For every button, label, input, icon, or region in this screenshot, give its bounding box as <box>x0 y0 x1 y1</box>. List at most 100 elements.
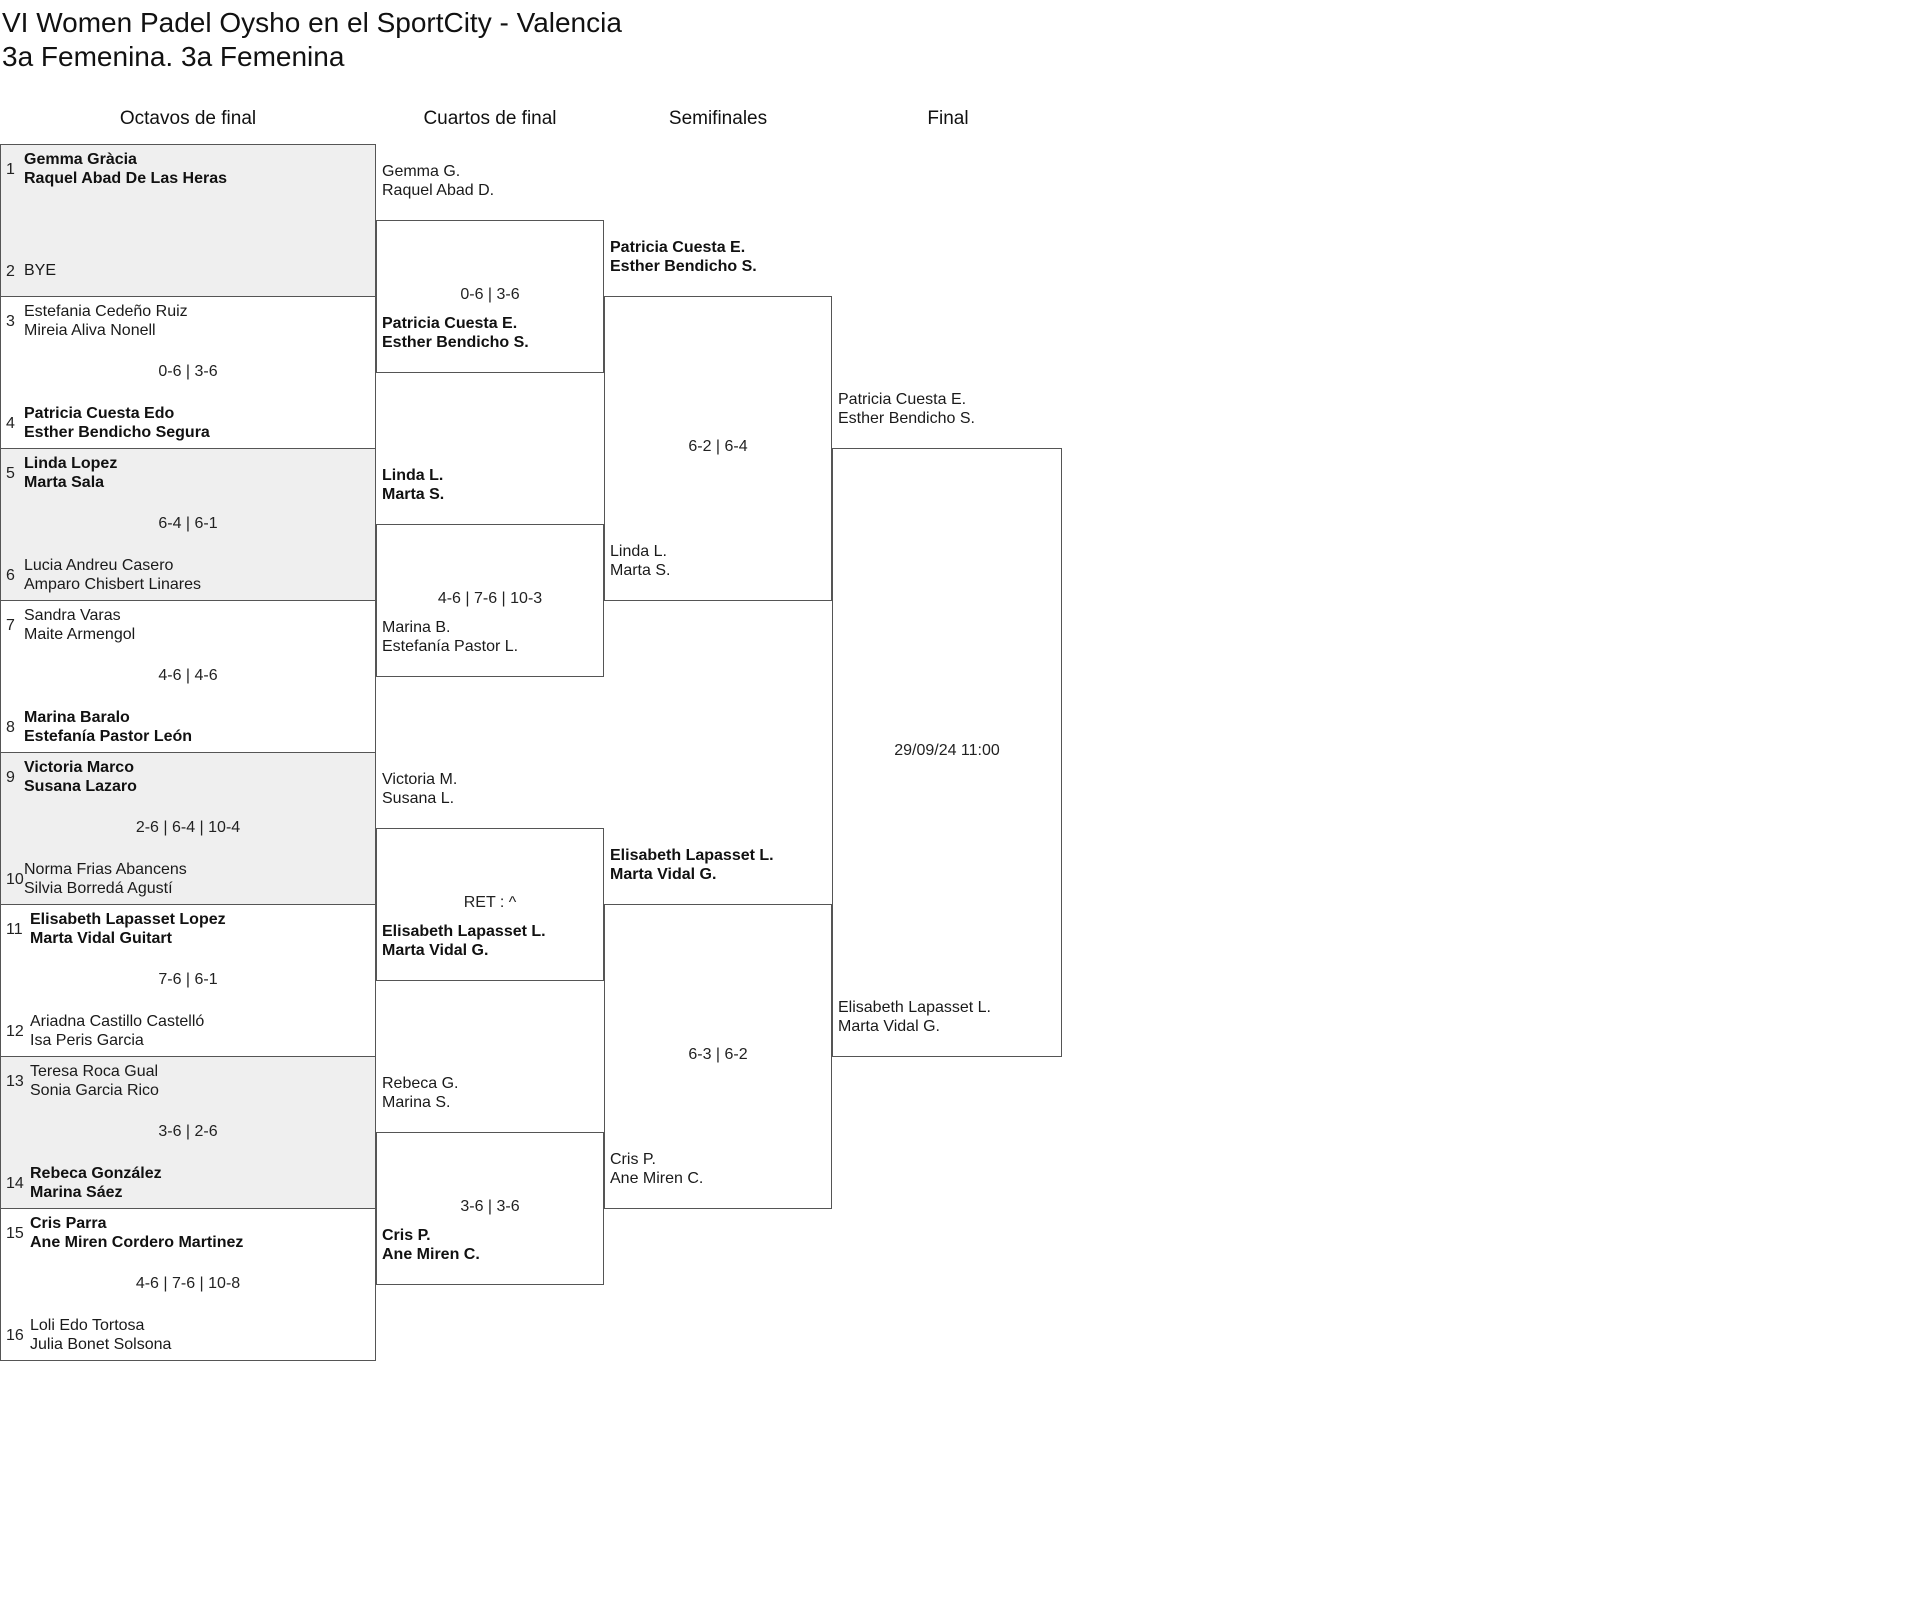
player-name: Ane Miren C. <box>610 1170 704 1187</box>
match-score: RET : ^ <box>463 894 517 911</box>
player-name: Elisabeth Lapasset L. <box>610 847 774 864</box>
seed-number: 16 <box>6 1327 24 1344</box>
round-header-3: Semifinales <box>668 108 768 129</box>
player-name: Julia Bonet Solsona <box>30 1336 172 1353</box>
tournament-title: VI Women Padel Oysho en el SportCity - V… <box>2 7 622 38</box>
player-name: Esther Bendicho S. <box>838 410 975 427</box>
team-entry: Gemma G.Raquel Abad D. <box>382 162 494 200</box>
team-entry: Cris P.Ane Miren C. <box>382 1226 480 1264</box>
player-name: Maite Armengol <box>24 626 136 643</box>
player-name: Esther Bendicho S. <box>610 258 757 275</box>
match-box-qf[interactable] <box>376 524 604 677</box>
seed-number: 5 <box>6 465 15 482</box>
match-box-r16[interactable] <box>0 448 376 601</box>
player-name: Susana L. <box>382 790 455 807</box>
match-score: 3-6 | 3-6 <box>460 1198 520 1215</box>
seed-number: 11 <box>6 921 23 938</box>
player-name: Victoria Marco <box>24 759 134 776</box>
player-name: Marina Sáez <box>30 1184 123 1201</box>
team-entry: Elisabeth Lapasset L. Marta Vidal G. <box>610 846 774 884</box>
seed-number: 13 <box>6 1073 24 1090</box>
match-box-final[interactable] <box>832 448 1062 1057</box>
match-box-sf[interactable] <box>604 296 832 601</box>
player-name: Estefanía Pastor León <box>24 728 193 745</box>
seed-number: 4 <box>6 415 15 432</box>
player-name: Ariadna Castillo Castelló <box>30 1013 205 1030</box>
player-name: Marta Sala <box>24 474 105 491</box>
player-name: Silvia Borredá Agustí <box>24 880 173 897</box>
match-score: 6-3 | 6-2 <box>688 1046 748 1063</box>
category-title: 3a Femenina. 3a Femenina <box>2 41 345 72</box>
player-name: Marta Vidal G. <box>610 866 717 883</box>
seed-number: 9 <box>6 769 15 786</box>
player-name: Elisabeth Lapasset L. <box>838 999 991 1016</box>
player-name: Marta S. <box>610 562 671 579</box>
player-name: Norma Frias Abancens <box>24 861 187 878</box>
match-box-r16[interactable] <box>0 1208 376 1361</box>
player-name: Esther Bendicho S. <box>382 334 529 351</box>
seed-number: 1 <box>6 161 15 178</box>
round-header-2: Cuartos de final <box>423 108 557 129</box>
match-score: 0-6 | 3-6 <box>158 363 218 380</box>
match-score: 0-6 | 3-6 <box>460 286 520 303</box>
match-box-qf[interactable] <box>376 828 604 981</box>
player-name: Marta Vidal G. <box>382 942 489 959</box>
seed-number: 14 <box>6 1175 24 1192</box>
player-name: Amparo Chisbert Linares <box>24 576 201 593</box>
player-name: Sonia Garcia Rico <box>30 1082 159 1099</box>
player-name: Teresa Roca Gual <box>30 1063 159 1080</box>
team-entry: Linda L.Marta S. <box>382 466 444 504</box>
match-box-qf[interactable] <box>376 220 604 373</box>
player-name: BYE <box>24 262 57 279</box>
team-entry: Victoria M.Susana L. <box>382 770 457 808</box>
player-name: Cris P. <box>610 1151 656 1168</box>
team-entry: Marina B.Estefanía Pastor L. <box>382 618 518 656</box>
team-entry: Patricia Cuesta E. Esther Bendicho S. <box>610 238 757 276</box>
match-score: 4-6 | 7-6 | 10-8 <box>135 1275 241 1292</box>
team-entry: Linda L.Marta S. <box>610 542 670 580</box>
player-name: Marina Baralo <box>24 709 130 726</box>
round-header-4: Final <box>927 108 969 129</box>
player-name: Linda Lopez <box>24 455 118 472</box>
player-name: Isa Peris Garcia <box>30 1032 144 1049</box>
player-name: Susana Lazaro <box>24 778 137 795</box>
player-name: Patricia Cuesta E. <box>610 239 746 256</box>
player-name: Lucia Andreu Casero <box>24 557 174 574</box>
team-entry: Elisabeth Lapasset L. Marta Vidal G. <box>838 998 991 1036</box>
team-entry: Patricia Cuesta E. Esther Bendicho S. <box>382 314 529 352</box>
match-box-r16[interactable] <box>0 144 376 297</box>
match-score: 6-4 | 6-1 <box>158 515 218 532</box>
player-name: Linda L. <box>382 467 444 484</box>
player-name: Rebeca González <box>30 1165 162 1182</box>
match-box-r16[interactable] <box>0 1056 376 1209</box>
player-name: Elisabeth Lapasset L. <box>382 923 546 940</box>
match-schedule: 29/09/24 11:00 <box>894 742 1000 759</box>
player-name: Patricia Cuesta Edo <box>24 405 175 422</box>
player-name: Ane Miren Cordero Martinez <box>30 1234 244 1251</box>
player-name: Marta Vidal G. <box>838 1018 940 1035</box>
player-name: Ane Miren C. <box>382 1246 480 1263</box>
match-box-qf[interactable] <box>376 1132 604 1285</box>
player-name: Cris Parra <box>30 1215 107 1232</box>
player-name: Gemma G. <box>382 163 461 180</box>
match-box-r16[interactable] <box>0 752 376 905</box>
player-name: Patricia Cuesta E. <box>382 315 518 332</box>
team-entry: Patricia Cuesta E.Esther Bendicho S. <box>838 390 975 428</box>
team-entry: BYE <box>24 261 56 280</box>
player-name: Gemma Gràcia <box>24 151 137 168</box>
seed-number: 6 <box>6 567 15 584</box>
seed-number: 2 <box>6 263 15 280</box>
seed-number: 10 <box>6 871 24 888</box>
player-name: Marina S. <box>382 1094 451 1111</box>
match-box-sf[interactable] <box>604 904 832 1209</box>
